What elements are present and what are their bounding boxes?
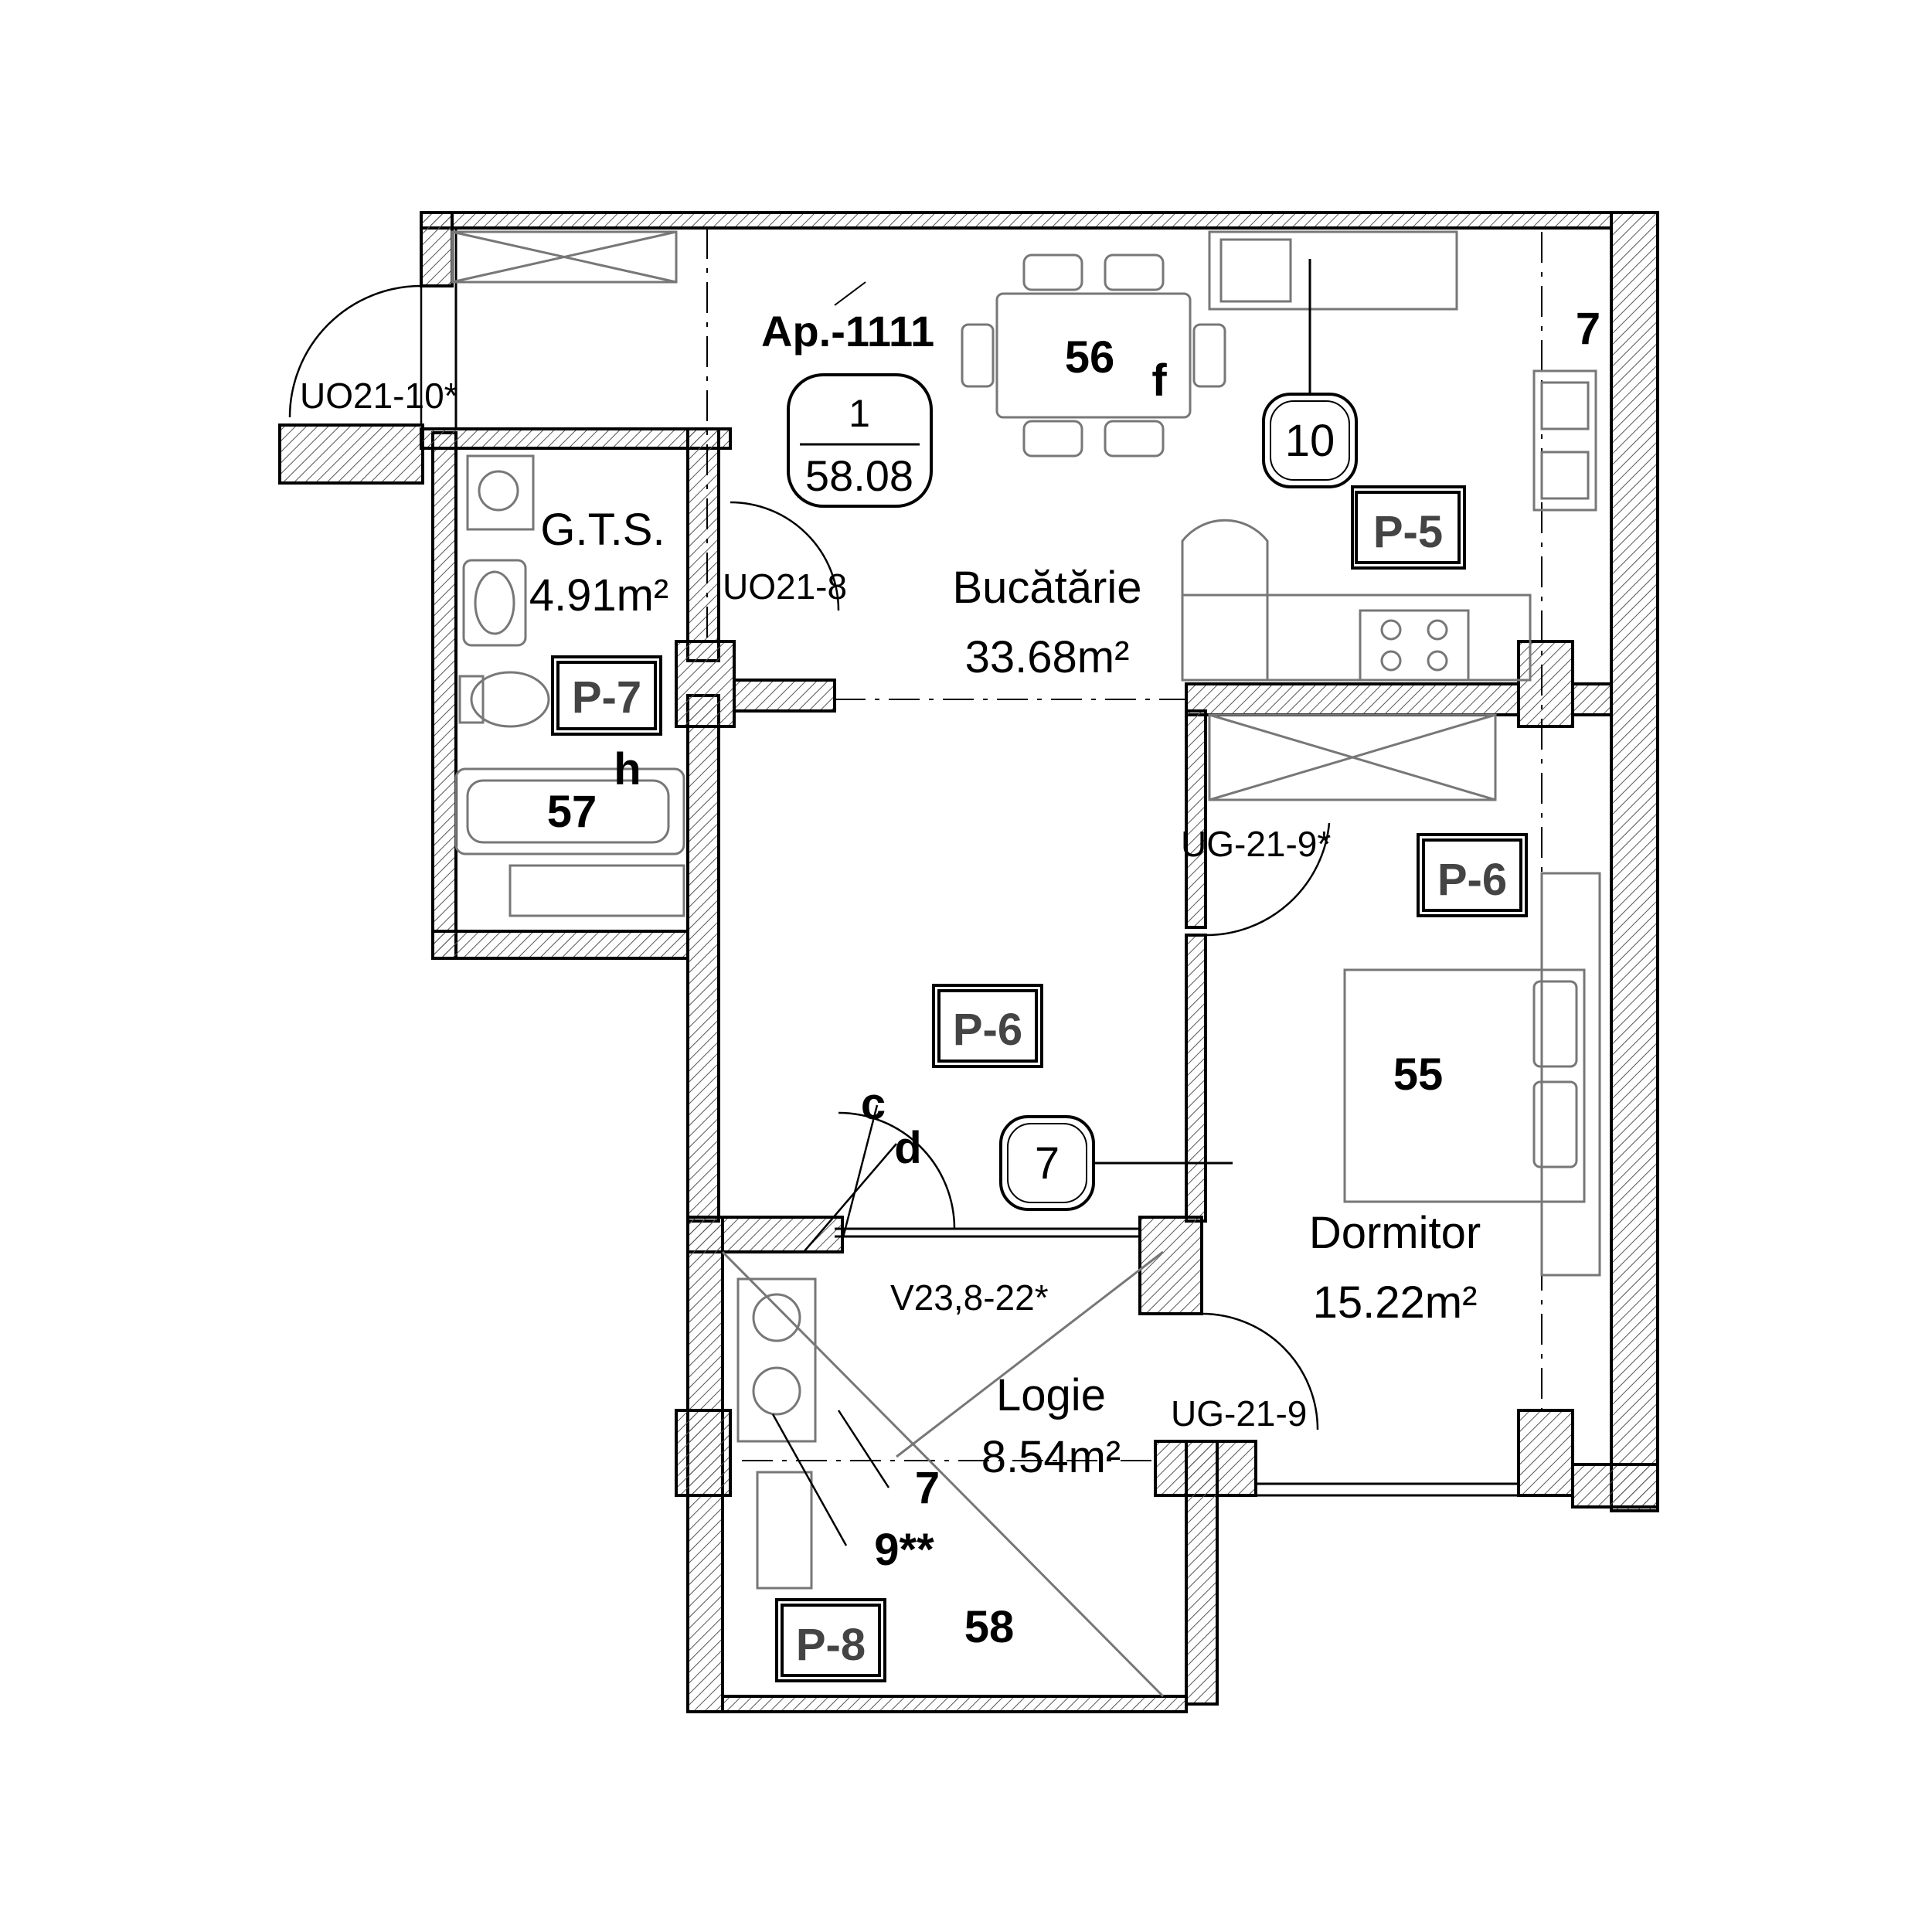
door-label-bedroom: UG-21-9* bbox=[1181, 824, 1331, 864]
door-label-bathroom: UO21-8 bbox=[723, 566, 847, 607]
bedroom-number: 55 bbox=[1393, 1049, 1444, 1100]
bathroom-sink bbox=[462, 559, 527, 647]
room-labels: Bucătărie 33.68m² 56 G.T.S. 4.91m² 57 Do… bbox=[529, 332, 1481, 1652]
bed bbox=[1343, 968, 1586, 1203]
doors bbox=[288, 284, 1331, 1430]
apartment-badge: Ap.-1111 1 58.08 bbox=[761, 307, 934, 508]
kitchen-number: 56 bbox=[1065, 332, 1115, 383]
bedroom-area: 15.22m² bbox=[1313, 1277, 1478, 1328]
loggia-number: 58 bbox=[964, 1602, 1015, 1652]
windows bbox=[454, 228, 1519, 1497]
floor-tag-loggia: P-8 bbox=[796, 1620, 866, 1670]
loggia-door-swing bbox=[838, 1111, 956, 1230]
apartment-total-area: 58.08 bbox=[805, 451, 913, 500]
letter-d: d bbox=[894, 1123, 921, 1173]
dining-table bbox=[995, 292, 1192, 419]
wardrobe bbox=[1208, 713, 1497, 801]
bathroom-area: 4.91m² bbox=[529, 570, 669, 621]
kitchen-name: Bucătărie bbox=[952, 563, 1141, 613]
walls bbox=[278, 211, 1659, 1713]
letter-f: f bbox=[1151, 355, 1167, 406]
door-label-entry: UO21-10* bbox=[300, 376, 458, 416]
floor-tag-bathroom: P-7 bbox=[572, 672, 641, 723]
stove bbox=[1359, 609, 1470, 682]
furniture bbox=[451, 230, 1601, 1698]
apartment-room-count: 1 bbox=[849, 392, 870, 435]
door-labels: UO21-10* UO21-8 UG-21-9* UG-21-9 V23,8-2… bbox=[300, 376, 1331, 1434]
washing-machine bbox=[466, 454, 535, 531]
loggia-area: 8.54m² bbox=[981, 1432, 1121, 1482]
loggia-name: Logie bbox=[996, 1370, 1106, 1420]
floor-tag-bedroom: P-6 bbox=[1437, 855, 1507, 905]
callouts: 10 7 f h c d 7 7 9** bbox=[614, 259, 1600, 1575]
number-9: 9** bbox=[874, 1525, 934, 1575]
number-7-loggia: 7 bbox=[915, 1463, 940, 1513]
floor-tag-hall: P-6 bbox=[953, 1005, 1022, 1055]
entry-door-swing bbox=[288, 284, 422, 418]
bathroom-door-swing bbox=[730, 501, 840, 611]
fridge bbox=[1181, 519, 1269, 680]
kitchen-counter bbox=[1181, 594, 1532, 682]
sink bbox=[1532, 369, 1597, 512]
bathroom-number: 57 bbox=[547, 787, 597, 837]
number-7-top: 7 bbox=[1576, 304, 1600, 354]
floor-tags bbox=[551, 485, 1528, 1682]
callout-10: 10 bbox=[1285, 416, 1335, 466]
door-label-loggia-bedroom: UG-21-9 bbox=[1171, 1393, 1307, 1434]
floor-tag-kitchen: P-5 bbox=[1373, 507, 1443, 557]
bedroom-name: Dormitor bbox=[1309, 1208, 1481, 1258]
bedroom-door-swing bbox=[1205, 822, 1331, 937]
toilet bbox=[470, 671, 550, 728]
kitchen-area: 33.68m² bbox=[965, 632, 1130, 682]
floor-tag-texts: P-5 P-6 P-7 P-6 P-8 bbox=[572, 507, 1507, 1670]
bathroom-name: G.T.S. bbox=[540, 505, 665, 555]
door-label-loggia: V23,8-22* bbox=[890, 1277, 1049, 1318]
bedroom-loggia-door-swing bbox=[1201, 1312, 1319, 1430]
callout-7: 7 bbox=[1035, 1138, 1060, 1189]
bathtub bbox=[454, 767, 685, 855]
apartment-label: Ap.-1111 bbox=[761, 307, 934, 355]
letter-h: h bbox=[614, 744, 641, 794]
